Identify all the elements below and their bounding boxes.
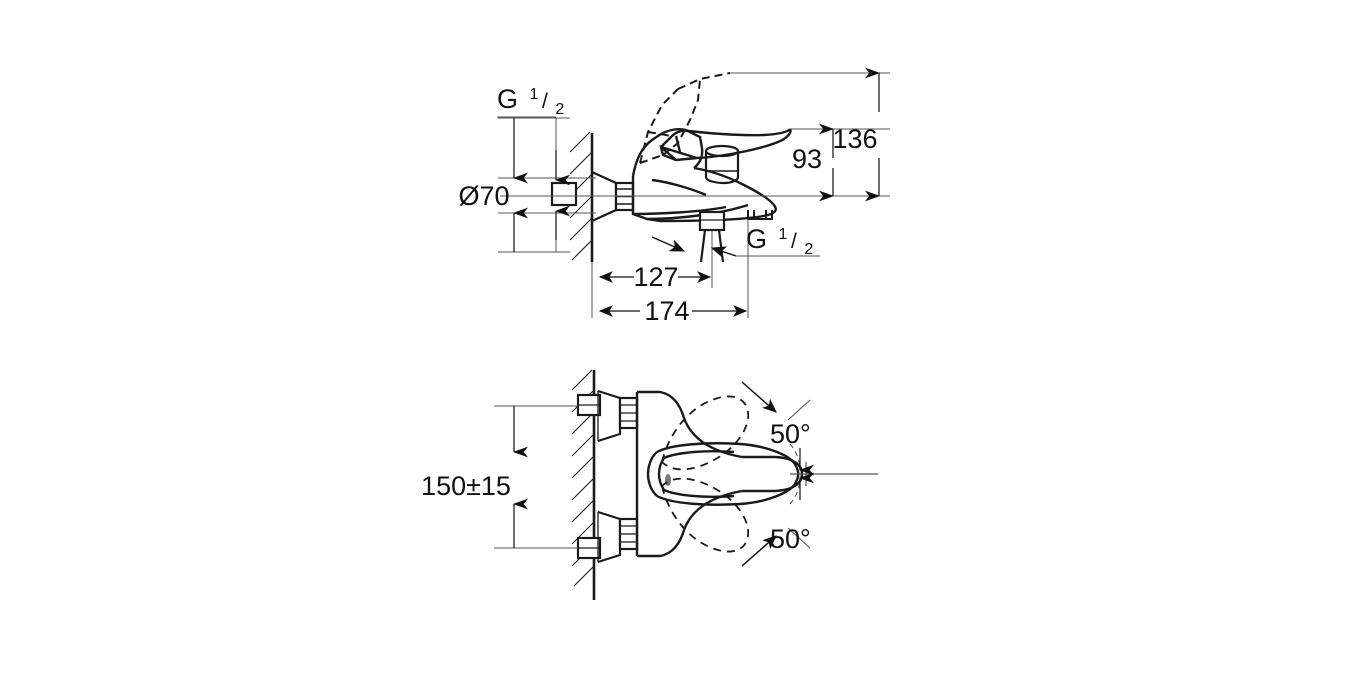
plan-lever-handle <box>646 442 800 506</box>
thread-label-top-denominator: 2 <box>555 101 564 118</box>
dimension-height-136: 136 <box>832 67 881 202</box>
dimension-centre-distance: 150±15 <box>421 405 578 549</box>
angle-leaders <box>741 381 815 567</box>
side-elevation-view: Ø70 G 1 / 2 G 1 / 2 <box>458 67 890 326</box>
thread-label-bottom-numerator: 1 <box>779 226 788 243</box>
label-thread-top: G 1 / 2 <box>497 75 564 118</box>
dimension-projection-127: 127 <box>598 262 712 292</box>
thread-label-bottom: G 1 / 2 <box>746 215 813 258</box>
dimension-projection-174: 174 <box>598 296 748 326</box>
thread-label-bottom-g: G <box>746 224 767 254</box>
dimension-label-swivel-upper: 50° <box>770 419 811 449</box>
dimension-label-projection-174: 174 <box>644 296 689 326</box>
extension-lines <box>498 72 890 318</box>
plan-lever-swivel-positions <box>661 395 749 553</box>
dimension-escutcheon-diameter: Ø70 <box>458 118 529 252</box>
dimension-label-projection-127: 127 <box>633 262 678 292</box>
dimension-height-93: 93 <box>792 123 835 202</box>
diverter-knob <box>704 144 740 185</box>
thread-label-top: G 1 / 2 <box>497 75 564 118</box>
lower-inlet-connection <box>576 510 639 564</box>
dimension-label-escutcheon-diameter: Ø70 <box>458 181 509 211</box>
thread-label-top-g: G <box>497 84 518 114</box>
aerator-outlet <box>747 210 773 220</box>
thread-label-bottom-denominator: 2 <box>804 241 813 258</box>
label-thread-bottom: G 1 / 2 <box>710 215 820 259</box>
dimension-label-height-93: 93 <box>792 144 822 174</box>
lever-handle-raised <box>639 72 731 164</box>
upper-inlet-connection <box>576 389 639 443</box>
dimension-label-height-136: 136 <box>832 124 877 154</box>
dimension-label-swivel-lower: 50° <box>770 524 811 554</box>
plan-body-backplate <box>635 390 686 558</box>
thread-label-top-numerator: 1 <box>530 86 539 103</box>
dimension-label-centre-distance: 150±15 <box>421 471 511 501</box>
leader-outlet-pipe <box>651 236 686 252</box>
plan-view: 50° 50° 150±15 <box>421 369 878 600</box>
